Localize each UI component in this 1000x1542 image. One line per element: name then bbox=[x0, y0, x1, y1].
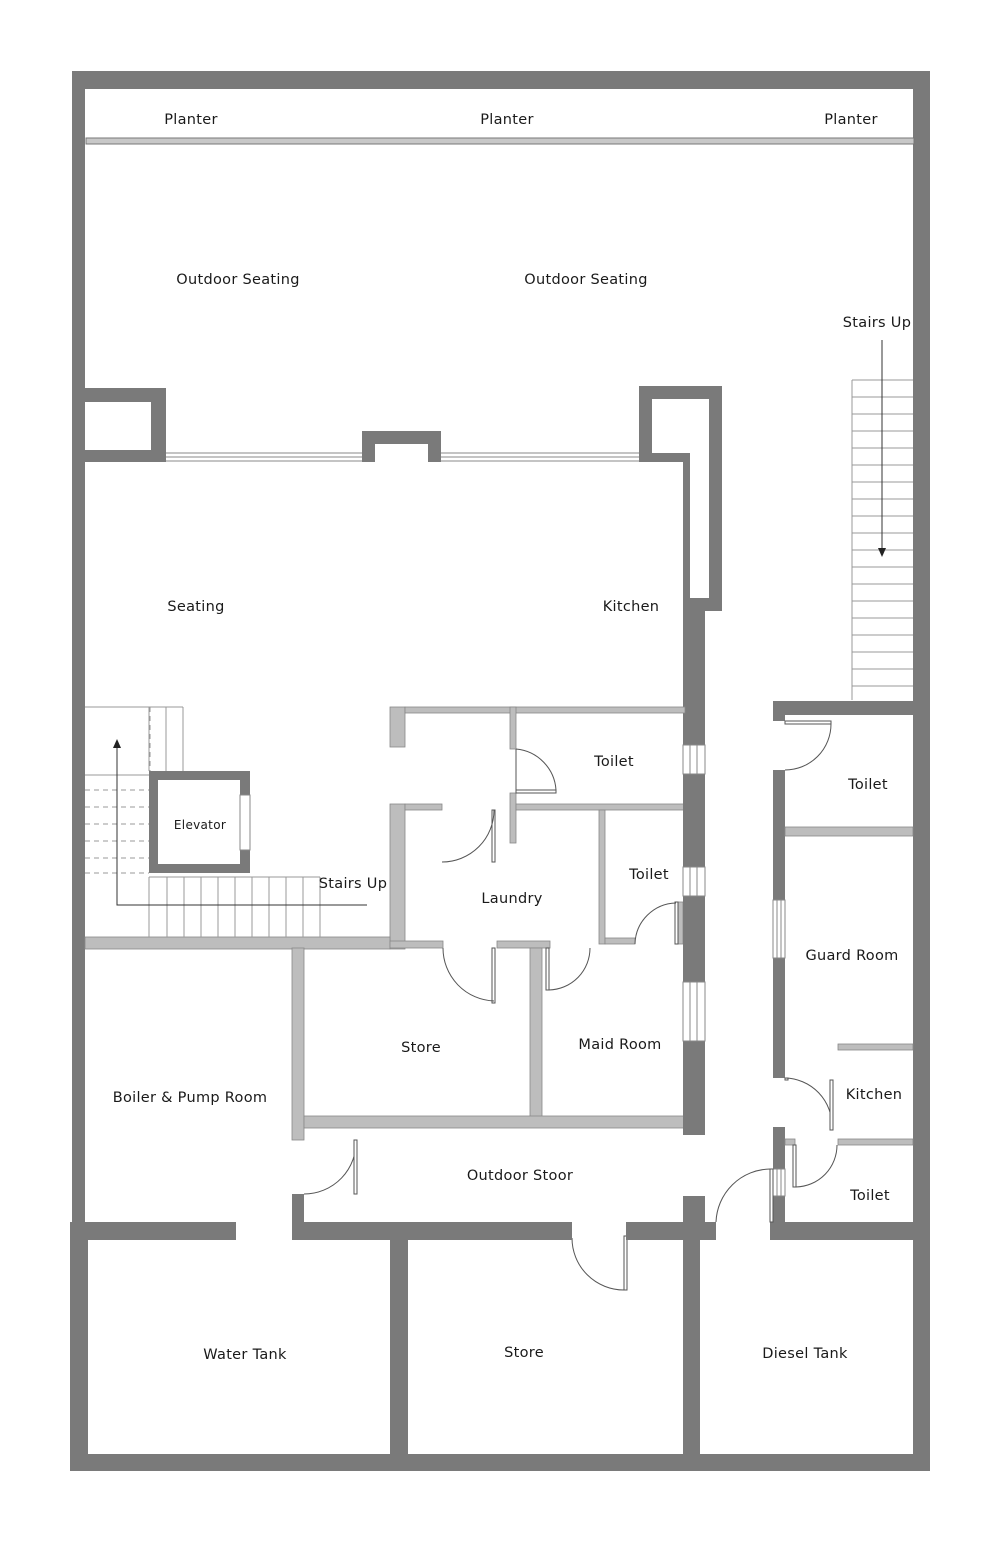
outer-walls bbox=[70, 71, 930, 1471]
outdoor-seating-label-right: Outdoor Seating bbox=[524, 272, 648, 288]
stairs-left-arrow bbox=[113, 739, 367, 906]
terrace-walls bbox=[85, 386, 722, 745]
stairs-right-arrow bbox=[878, 340, 886, 557]
maid-room-label: Maid Room bbox=[578, 1037, 662, 1053]
elevator-shaft bbox=[149, 771, 251, 873]
seating-label: Seating bbox=[167, 599, 225, 615]
laundry-label: Laundry bbox=[481, 891, 543, 907]
guard-room-label: Guard Room bbox=[805, 948, 899, 964]
glazing bbox=[166, 452, 639, 462]
planter-edge bbox=[85, 137, 915, 145]
guard-doors bbox=[715, 720, 838, 1223]
service-windows bbox=[682, 744, 706, 1042]
outdoor-stoor-label: Outdoor Stoor bbox=[466, 1168, 574, 1184]
toilet-label-middle: Toilet bbox=[629, 867, 669, 883]
kitchen-label: Kitchen bbox=[602, 599, 660, 615]
store-label-bottom: Store bbox=[504, 1345, 544, 1361]
guard-windows bbox=[772, 899, 786, 1197]
service-right-walls bbox=[683, 774, 705, 1135]
outdoor-seating-label-left: Outdoor Seating bbox=[176, 272, 300, 288]
toilet-label-guard-bottom: Toilet bbox=[850, 1188, 890, 1204]
diesel-tank-label: Diesel Tank bbox=[762, 1346, 848, 1362]
toilet-label-upper: Toilet bbox=[594, 754, 634, 770]
kitchen-guard-label: Kitchen bbox=[845, 1087, 903, 1103]
boiler-pump-room-label: Boiler & Pump Room bbox=[112, 1090, 268, 1106]
planter-label-left: Planter bbox=[164, 112, 218, 128]
stairs-up-label-left: Stairs Up bbox=[318, 876, 388, 892]
guard-walls-light bbox=[784, 826, 914, 1146]
guard-walls-dark bbox=[773, 701, 913, 1228]
toilet-label-guard-top: Toilet bbox=[848, 777, 888, 793]
elevator-label: Elevator bbox=[173, 818, 227, 832]
stairs-left bbox=[85, 706, 321, 937]
service-doors bbox=[303, 748, 679, 1291]
water-tank-label: Water Tank bbox=[203, 1347, 287, 1363]
store-label-middle: Store bbox=[401, 1040, 441, 1056]
planter-label-right: Planter bbox=[824, 112, 878, 128]
stairs-up-label-right: Stairs Up bbox=[842, 315, 912, 331]
bottom-walls bbox=[88, 1194, 913, 1456]
planter-label-middle: Planter bbox=[480, 112, 534, 128]
